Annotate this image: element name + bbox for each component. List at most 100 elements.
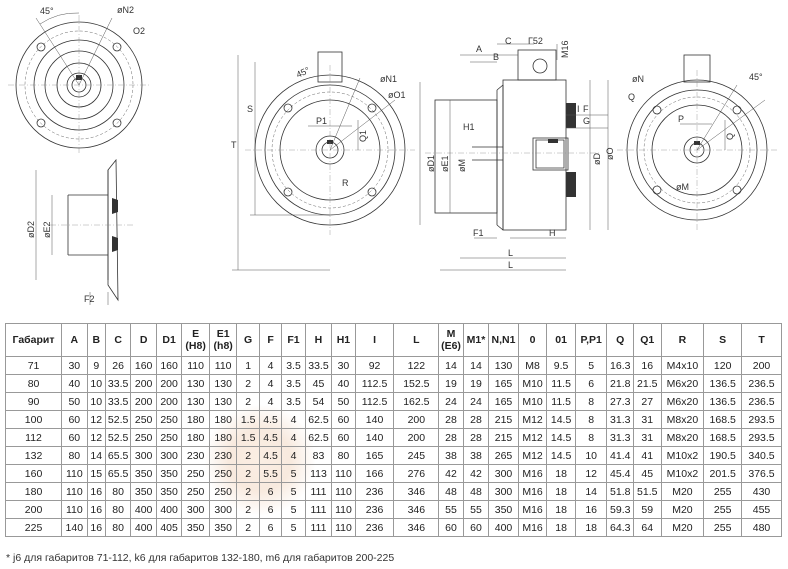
table-cell: 9.5 bbox=[546, 356, 576, 375]
label-N1: øN1 bbox=[380, 74, 397, 84]
table-cell: 300 bbox=[488, 482, 519, 501]
label-D2: øD2 bbox=[26, 221, 36, 238]
table-cell: 38 bbox=[462, 446, 490, 465]
table-cell: 140 bbox=[354, 410, 395, 429]
table-cell: 42 bbox=[462, 464, 490, 483]
table-cell: 4 bbox=[258, 392, 283, 411]
table-cell: 255 bbox=[703, 500, 743, 519]
table-cell: 14 bbox=[462, 356, 490, 375]
table-cell: 10 bbox=[86, 374, 106, 393]
table-cell: 40 bbox=[331, 374, 356, 393]
table-cell: 18 bbox=[546, 500, 576, 519]
table-cell: 400 bbox=[488, 518, 519, 537]
motor-end-view bbox=[617, 54, 777, 230]
table-cell: 12 bbox=[86, 410, 106, 429]
table-cell: 340.5 bbox=[741, 446, 782, 465]
footnote: * j6 для габаритов 71-112, k6 для габари… bbox=[6, 552, 395, 564]
table-cell: 4 bbox=[281, 410, 306, 429]
table-header-cell: M1* bbox=[462, 323, 490, 357]
table-cell: M16 bbox=[517, 518, 548, 537]
table-cell: 350 bbox=[181, 518, 210, 537]
table-header-cell: 01 bbox=[546, 323, 576, 357]
table-cell: 6 bbox=[258, 500, 283, 519]
label-H1: H1 bbox=[463, 122, 475, 132]
table-cell: 24 bbox=[438, 392, 464, 411]
table-header-cell: L bbox=[393, 323, 440, 357]
label-Q-right: Q bbox=[725, 133, 735, 140]
table-cell: 110 bbox=[331, 482, 356, 501]
table-cell: 276 bbox=[393, 464, 440, 483]
table-header-cell: Q bbox=[606, 323, 634, 357]
table-cell: 9 bbox=[86, 356, 106, 375]
table-cell: 14.5 bbox=[546, 446, 576, 465]
table-header-cell: F1 bbox=[281, 323, 306, 357]
table-cell: M16 bbox=[517, 500, 548, 519]
table-cell: 80 bbox=[4, 374, 63, 393]
table-cell: 200 bbox=[130, 392, 157, 411]
table-cell: 250 bbox=[155, 428, 183, 447]
label-G: G bbox=[583, 116, 590, 126]
table-cell: 8 bbox=[574, 410, 608, 429]
table-cell: 110 bbox=[331, 500, 356, 519]
table-cell: 430 bbox=[741, 482, 782, 501]
table-cell: 21.5 bbox=[632, 374, 662, 393]
table-cell: 180 bbox=[181, 428, 210, 447]
table-cell: 45 bbox=[632, 464, 662, 483]
table-cell: 300 bbox=[155, 446, 183, 465]
table-header-cell: Q1 bbox=[632, 323, 662, 357]
table-cell: 60 bbox=[331, 428, 356, 447]
table-cell: 201.5 bbox=[703, 464, 743, 483]
table-cell: 64.3 bbox=[606, 518, 634, 537]
table-cell: 1.5 bbox=[236, 428, 260, 447]
table-cell: 405 bbox=[155, 518, 183, 537]
label-R: R bbox=[342, 178, 349, 188]
table-cell: 166 bbox=[354, 464, 395, 483]
table-cell: 168.5 bbox=[703, 410, 743, 429]
table-cell: 16 bbox=[86, 500, 106, 519]
table-cell: 250 bbox=[208, 482, 238, 501]
table-cell: 15 bbox=[86, 464, 106, 483]
table-cell: 111 bbox=[304, 518, 333, 537]
table-cell: 112 bbox=[4, 428, 63, 447]
table-cell: 11.5 bbox=[546, 392, 576, 411]
table-cell: 14 bbox=[86, 446, 106, 465]
table-cell: 236 bbox=[354, 482, 395, 501]
table-cell: 350 bbox=[155, 482, 183, 501]
label-E2: øE2 bbox=[42, 221, 52, 238]
table-cell: 136.5 bbox=[703, 392, 743, 411]
table-cell: 65.5 bbox=[104, 446, 132, 465]
table-header-cell: R bbox=[660, 323, 705, 357]
table-cell: 4.5 bbox=[258, 446, 283, 465]
table-cell: 168.5 bbox=[703, 428, 743, 447]
table-cell: 51.5 bbox=[632, 482, 662, 501]
label-Q: Q bbox=[628, 92, 635, 102]
table-cell: 346 bbox=[393, 518, 440, 537]
table-header-cell: G bbox=[236, 323, 260, 357]
table-header-cell: A bbox=[61, 323, 88, 357]
label-M: øM bbox=[457, 159, 467, 172]
label-O: øO bbox=[605, 148, 615, 161]
label-angle45-right: 45° bbox=[749, 72, 763, 82]
table-cell: 40 bbox=[61, 374, 88, 393]
table-cell: 4 bbox=[281, 446, 306, 465]
table-cell: 18 bbox=[574, 518, 608, 537]
table-cell: 165 bbox=[354, 446, 395, 465]
motor-side-view bbox=[419, 43, 609, 271]
table-cell: 3.5 bbox=[281, 356, 306, 375]
table-cell: 236.5 bbox=[741, 392, 782, 411]
table-cell: 1 bbox=[236, 356, 260, 375]
table-cell: 215 bbox=[488, 410, 519, 429]
table-cell: 293.5 bbox=[741, 410, 782, 429]
table-cell: 130 bbox=[181, 374, 210, 393]
table-cell: 180 bbox=[208, 410, 238, 429]
table-cell: 250 bbox=[208, 464, 238, 483]
table-cell: 5 bbox=[574, 356, 608, 375]
table-cell: 200 bbox=[393, 410, 440, 429]
table-cell: 350 bbox=[130, 482, 157, 501]
table-cell: 2 bbox=[236, 518, 260, 537]
table-cell: M16 bbox=[517, 482, 548, 501]
table-cell: 112.5 bbox=[354, 374, 395, 393]
table-cell: 80 bbox=[104, 518, 132, 537]
